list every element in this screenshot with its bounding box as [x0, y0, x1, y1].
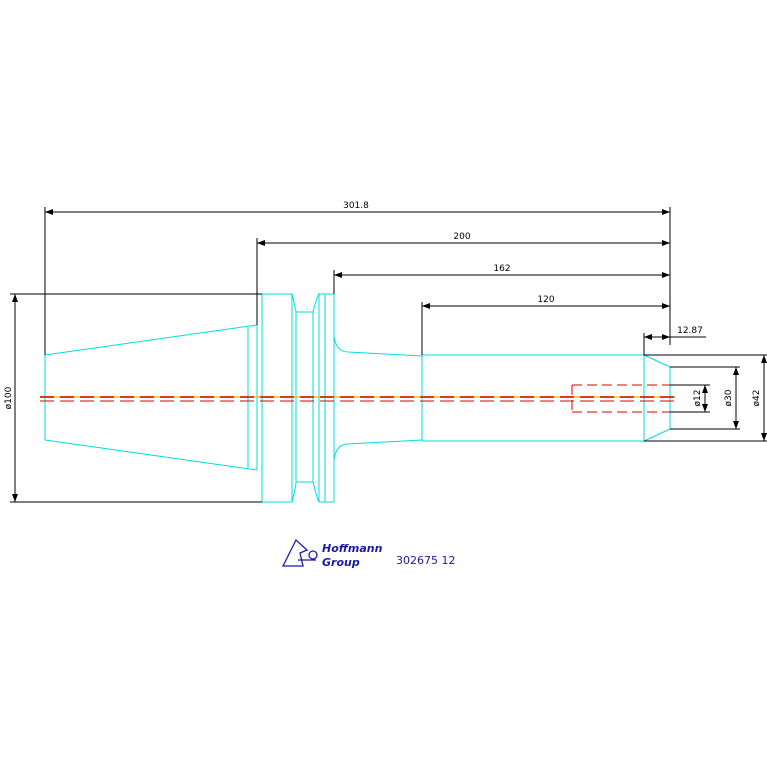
dimension-lines	[10, 207, 767, 503]
dim-dia-100: ø100	[4, 386, 14, 409]
dim-dia-12: ø12	[693, 390, 703, 407]
logo-line-1: Hoffmann	[322, 542, 383, 555]
hahn-logo-icon	[281, 538, 318, 567]
dim-length-12-87: 12.87	[677, 326, 703, 336]
dim-length-200: 200	[453, 232, 470, 242]
hidden-bore	[571, 384, 670, 413]
dim-overall-length: 301.8	[343, 201, 369, 211]
logo-line-2: Group	[322, 556, 360, 569]
tool-outline	[44, 292, 671, 503]
dim-dia-42: ø42	[752, 390, 762, 407]
dim-length-120: 120	[537, 295, 554, 305]
dim-dia-30: ø30	[724, 389, 734, 406]
part-number: 302675 12	[396, 554, 456, 567]
centerline	[40, 396, 675, 402]
dim-length-162: 162	[493, 264, 510, 274]
